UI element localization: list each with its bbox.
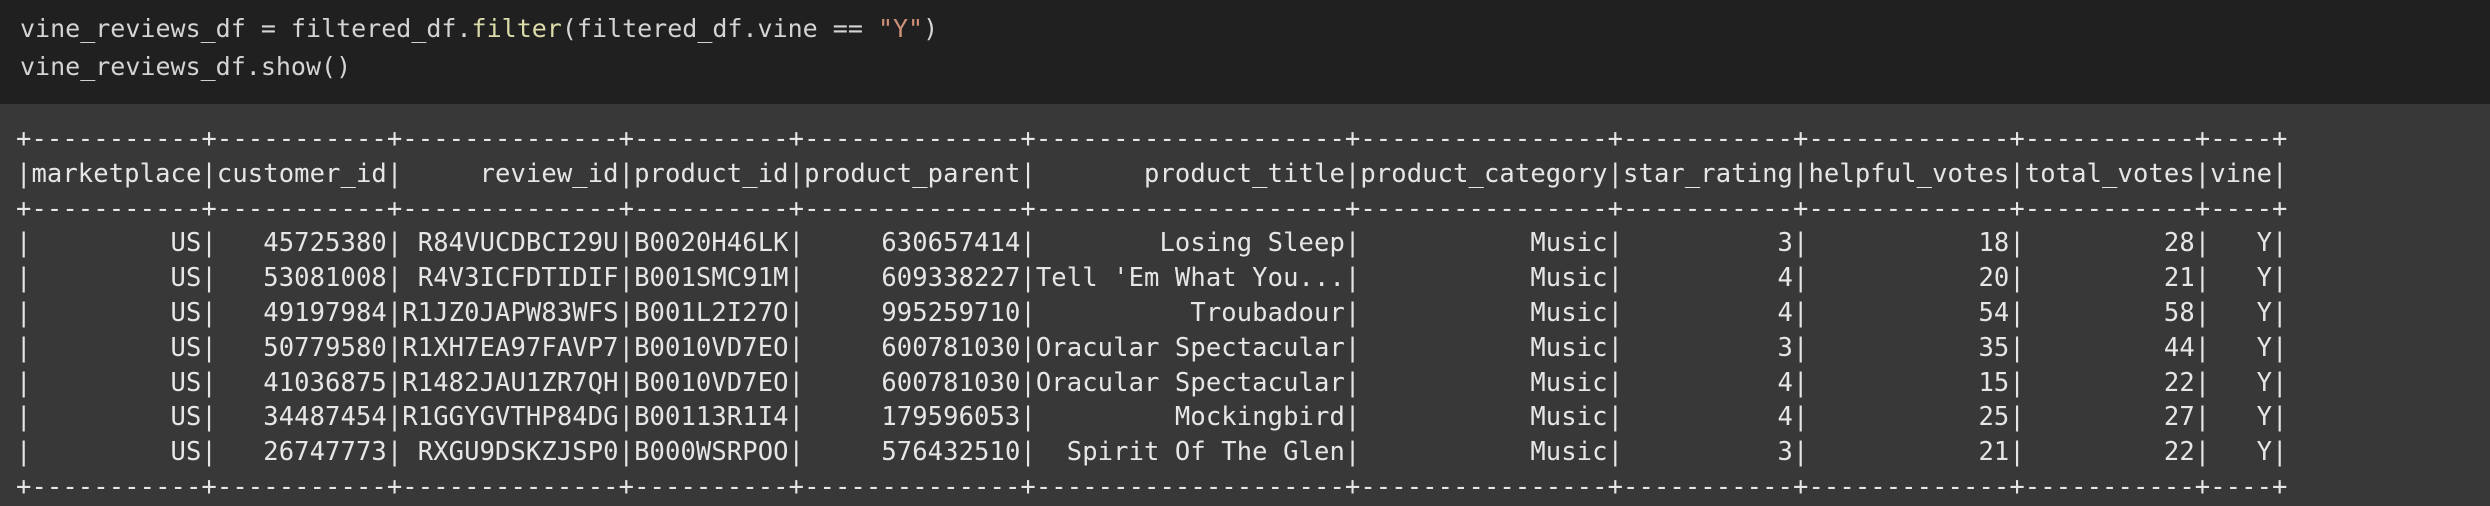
code-line-1: vine_reviews_df = filtered_df.filter(fil… xyxy=(20,12,938,46)
cell-output: +-----------+-----------+--------------+… xyxy=(0,104,2490,506)
code-string-token: "Y" xyxy=(877,14,924,43)
code-text: (filtered_df.vine == xyxy=(561,14,878,43)
table-border: +-----------+-----------+--------------+… xyxy=(16,193,2288,224)
table-row: | US| 50779580|R1XH7EA97FAVP7|B0010VD7EO… xyxy=(16,332,2288,363)
code-cell[interactable]: vine_reviews_df = filtered_df.filter(fil… xyxy=(0,0,2490,104)
table-border: +-----------+-----------+--------------+… xyxy=(16,124,2288,154)
table-row: | US| 53081008| R4V3ICFDTIDIF|B001SMC91M… xyxy=(16,263,2288,294)
code-method-token: filter xyxy=(471,14,562,43)
table-row: | US| 45725380| R84VUCDBCI29U|B0020H46LK… xyxy=(16,228,2288,259)
dataframe-output-table: +-----------+-----------+--------------+… xyxy=(16,122,2288,505)
code-text: vine_reviews_df = filtered_df. xyxy=(20,14,472,43)
table-row: | US| 49197984|R1JZ0JAPW83WFS|B001L2I27O… xyxy=(16,297,2288,328)
table-row: | US| 41036875|R1482JAU1ZR7QH|B0010VD7EO… xyxy=(16,367,2288,398)
code-line-2: vine_reviews_df.show() xyxy=(20,52,352,81)
table-row: | US| 34487454|R1GGYGVTHP84DG|B00113R1I4… xyxy=(16,402,2288,433)
code-text: ) xyxy=(923,14,939,43)
table-border: +-----------+-----------+--------------+… xyxy=(16,471,2288,502)
table-row: | US| 26747773| RXGU9DSKZJSP0|B000WSRPOO… xyxy=(16,437,2288,468)
table-header-row: |marketplace|customer_id| review_id|prod… xyxy=(16,158,2288,189)
